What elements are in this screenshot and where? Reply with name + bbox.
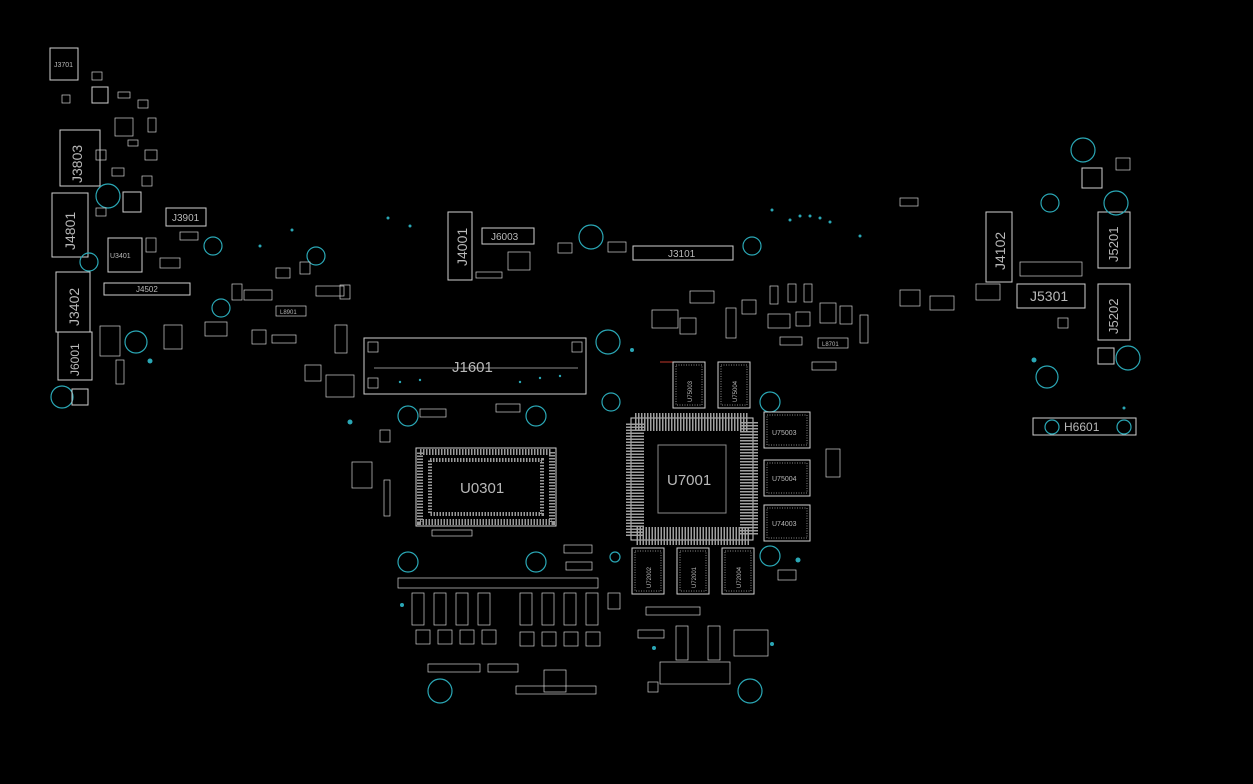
u7001-label: U7001	[667, 472, 711, 489]
mounting-hole	[1044, 419, 1060, 435]
bottom-power-section	[397, 577, 769, 704]
u74003-label: U74003	[772, 521, 797, 528]
j4502-label: J4502	[136, 285, 158, 294]
u75004-label: U75004	[772, 476, 797, 483]
mounting-hole	[1115, 345, 1141, 371]
j1601-label: J1601	[452, 359, 493, 376]
mounting-hole	[1116, 419, 1132, 435]
mounting-hole	[759, 391, 781, 413]
left-center-region: L8901	[163, 246, 391, 517]
mounting-hole	[211, 298, 231, 318]
mounting-hole	[397, 551, 419, 573]
mounting-hole	[742, 236, 762, 256]
u0301-label: U0301	[460, 480, 504, 497]
mounting-hole	[609, 551, 621, 563]
left-connector-strip: J3701 J3803 J4801 J3901 U3401 J4502 J340…	[49, 47, 223, 409]
j3402-label: J3402	[66, 288, 82, 326]
mounting-hole	[1103, 190, 1129, 216]
j5202-label: J5202	[1106, 299, 1121, 334]
h6601-label: H6601	[1064, 420, 1100, 434]
u3401-label: U3401	[110, 253, 131, 260]
u7001-gpu: U7001	[601, 391, 781, 567]
right-connector-region: J4102 J5301 J5201 J5202 H6601	[899, 137, 1141, 436]
mounting-hole	[601, 392, 621, 412]
j3101-label: J3101	[668, 249, 696, 260]
u75004v-label: U75004	[733, 380, 739, 402]
mounting-hole	[95, 183, 121, 209]
j4001-label: J4001	[454, 228, 470, 266]
vias	[147, 208, 1126, 650]
j1601-connector: J1601	[363, 329, 621, 395]
j3901-label: J3901	[172, 213, 200, 224]
mounting-hole	[124, 330, 148, 354]
j5201-label: J5201	[1106, 227, 1121, 262]
mounting-hole	[525, 551, 547, 573]
j4801-label: J4801	[62, 212, 78, 250]
l8701-label: L8701	[822, 342, 839, 348]
j6001-label: J6001	[68, 343, 82, 376]
u0301-processor: U0301	[397, 403, 593, 573]
mounting-hole	[427, 678, 453, 704]
u72004-label: U72004	[737, 566, 743, 588]
mounting-hole	[737, 678, 763, 704]
u75003-label: U75003	[772, 430, 797, 437]
gpu-memory-chips: U75003 U75004 U75003 U75004 U74003 U7200…	[609, 361, 841, 639]
j6003-label: J6003	[491, 232, 519, 243]
mounting-hole	[595, 329, 621, 355]
j3101-region: J3101 L8701	[607, 236, 869, 371]
mounting-hole	[1040, 193, 1060, 213]
j4102-label: J4102	[992, 232, 1008, 270]
l8901-label: L8901	[280, 310, 297, 316]
j3803-label: J3803	[69, 145, 85, 183]
mounting-hole	[578, 224, 604, 250]
u72001-label: U72001	[692, 566, 698, 588]
mounting-hole	[203, 236, 223, 256]
u75003v-label: U75003	[688, 380, 694, 402]
j5301-label: J5301	[1030, 288, 1068, 304]
mounting-hole	[1035, 365, 1059, 389]
mounting-hole	[759, 545, 781, 567]
u72002-label: U72002	[647, 566, 653, 588]
mounting-hole	[397, 405, 419, 427]
mounting-hole	[50, 385, 74, 409]
mounting-hole	[525, 405, 547, 427]
j3701-label: J3701	[54, 62, 73, 69]
top-center-left: J4001 J6003	[447, 211, 604, 281]
mounting-hole	[79, 252, 99, 272]
mounting-hole	[1070, 137, 1096, 163]
mounting-hole	[306, 246, 326, 266]
